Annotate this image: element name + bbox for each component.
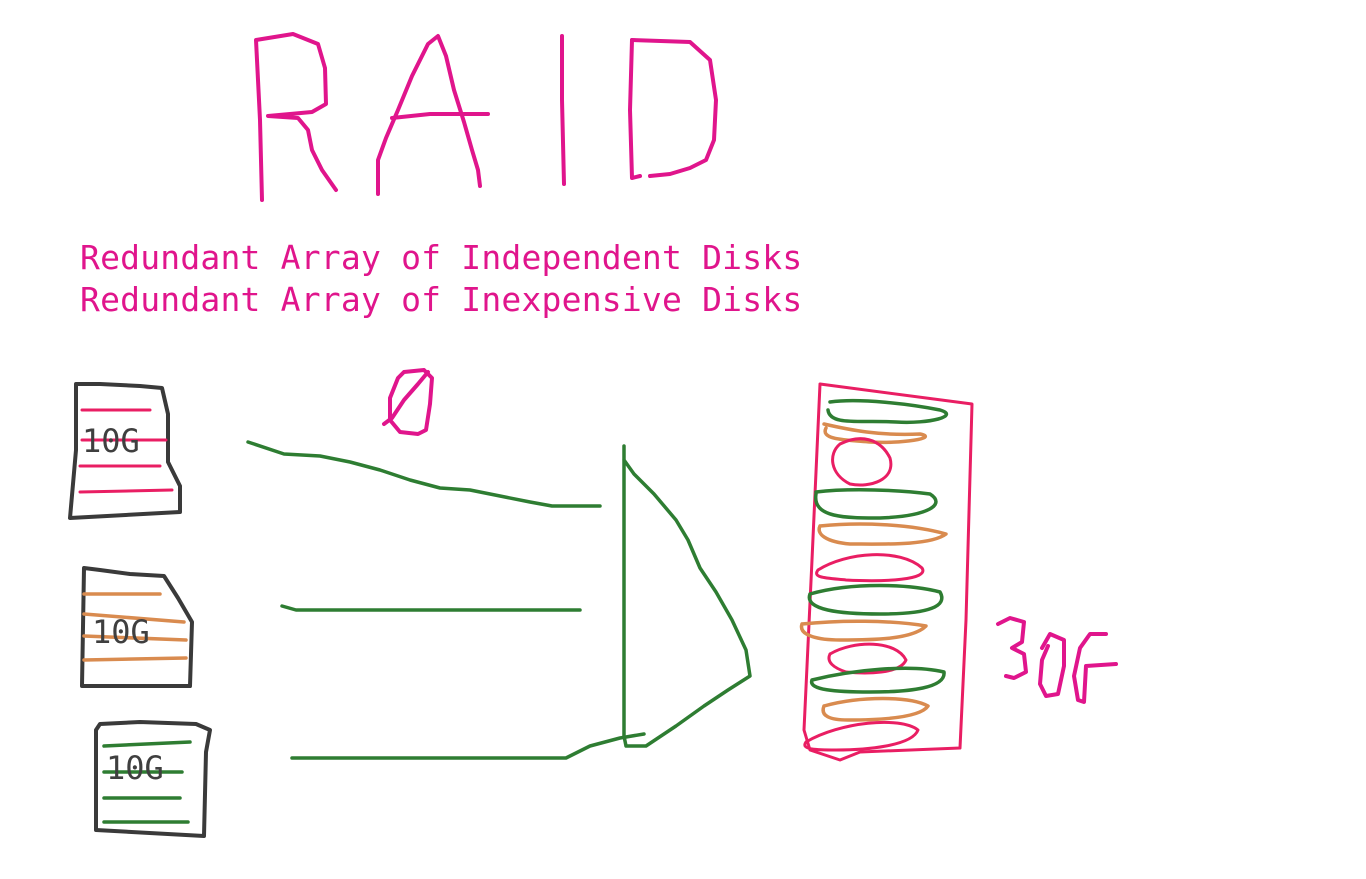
- combined-array: [799, 382, 974, 762]
- connector-lines: [246, 440, 646, 760]
- raid-level-zero-sketch: [382, 368, 434, 436]
- subtitle-inexpensive: Redundant Array of Inexpensive Disks: [80, 280, 803, 319]
- disk-2-label: 10G: [92, 613, 150, 651]
- disk-3-label: 10G: [106, 749, 164, 787]
- disk-1-outline: [68, 382, 182, 520]
- disk-1-label: 10G: [82, 422, 140, 460]
- raid-title-handwriting: [254, 32, 718, 202]
- subtitle-independent: Redundant Array of Independent Disks: [80, 238, 803, 277]
- result-capacity-handwriting: [996, 616, 1118, 704]
- array-combiner: [622, 444, 752, 748]
- disk-2-outline: [80, 566, 194, 688]
- disk-3-outline: [94, 720, 212, 838]
